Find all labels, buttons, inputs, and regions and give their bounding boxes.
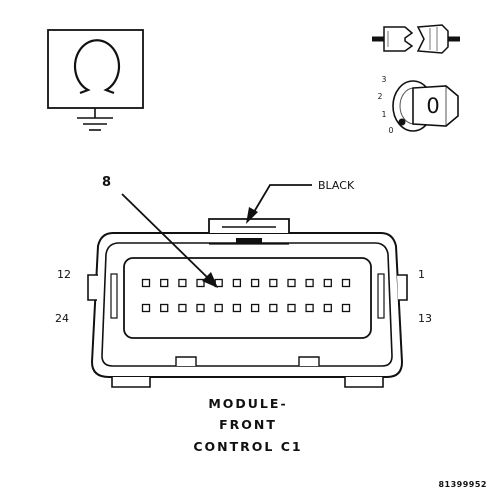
black-leader-arrowhead [246, 207, 258, 224]
pin-grid [141, 278, 351, 313]
pin-cavity-3 [305, 278, 314, 288]
pin-cavity-15 [305, 303, 314, 313]
pin-cavity-14 [323, 303, 332, 313]
pin-cavity-2 [323, 278, 332, 288]
pin-cavity-16 [287, 303, 296, 313]
pin-cavity-4 [287, 278, 296, 288]
switch-position-0: 0 [389, 126, 394, 135]
pin-cavity-5 [269, 278, 278, 288]
caption-line-2: FRONT [219, 417, 277, 432]
caption-line-3: CONTROL C1 [193, 439, 302, 454]
pin-cavity-12 [141, 278, 151, 288]
pin-cavity-11 [160, 278, 169, 288]
pin-cavity-13 [341, 303, 351, 313]
pin-cavity-face [123, 257, 372, 339]
ignition-switch-icon: 3 2 1 0 0 [378, 75, 459, 135]
pin-cavity-23 [160, 303, 169, 313]
pin-cavity-17 [269, 303, 278, 313]
pin-cavity-10 [178, 278, 187, 288]
pin-callout-arrowhead [202, 272, 218, 288]
housing-color-label: BLACK [318, 179, 355, 192]
pin-callout-line [121, 193, 211, 281]
pin-label-12: 12 [57, 268, 71, 281]
pin-cavity-9 [196, 278, 205, 288]
pin-cavity-19 [232, 303, 242, 313]
connector-disconnected-icon [372, 24, 460, 54]
pin-callout-number: 8 [102, 175, 111, 190]
switch-position-3: 3 [382, 75, 387, 84]
black-leader-line [250, 184, 312, 218]
pin-cavity-18 [250, 303, 260, 313]
pin-label-1: 1 [418, 268, 425, 281]
pin-label-24: 24 [55, 312, 69, 325]
pin-cavity-1 [341, 278, 351, 288]
ohm-ground-symbol-icon [47, 29, 144, 131]
pin-cavity-24 [141, 303, 151, 313]
caption-line-1: MODULE- [208, 396, 287, 411]
switch-position-2: 2 [378, 92, 383, 101]
pin-cavity-6 [250, 278, 260, 288]
pin-cavity-20 [214, 303, 223, 313]
pin-label-13: 13 [418, 312, 432, 325]
figure-number: 81399952 [438, 480, 487, 489]
pin-cavity-22 [178, 303, 187, 313]
pin-cavity-21 [196, 303, 205, 313]
switch-position-1: 1 [382, 110, 387, 119]
pin-cavity-7 [232, 278, 242, 288]
key-symbol: 0 [426, 94, 439, 118]
